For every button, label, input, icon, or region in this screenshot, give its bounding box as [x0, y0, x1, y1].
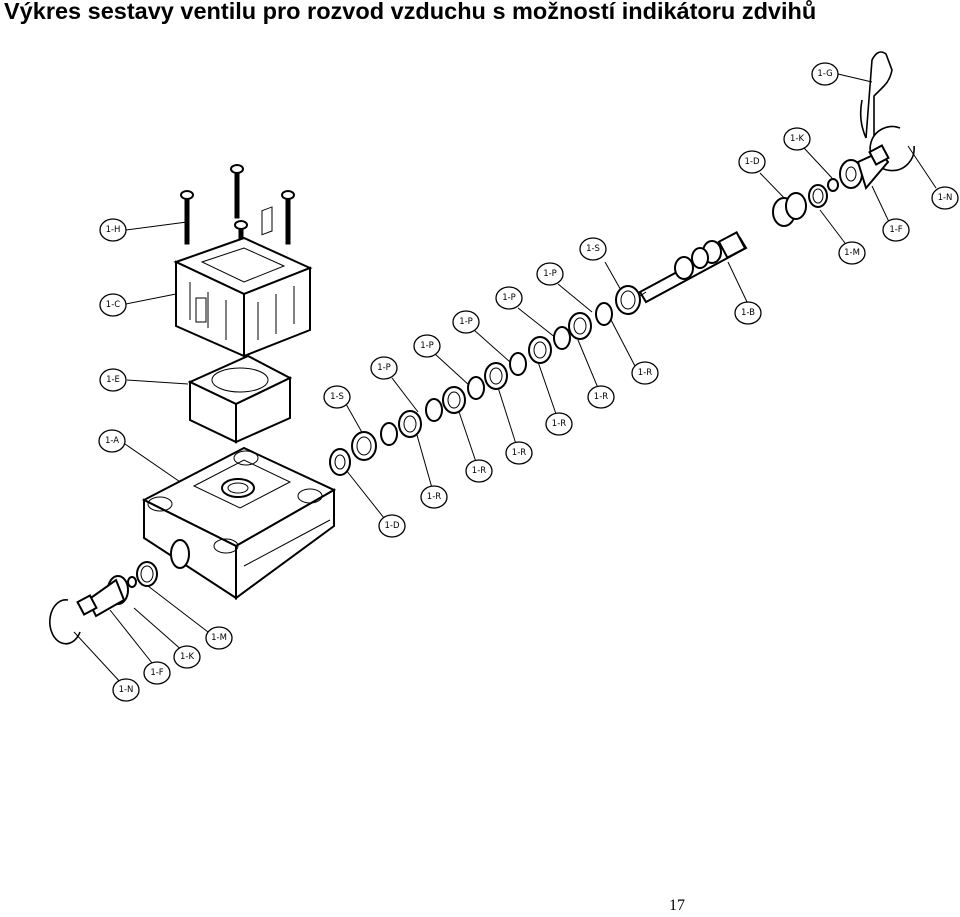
callout-1m-top: 1-M: [838, 241, 866, 265]
callout-1r-1: 1-R: [631, 361, 659, 385]
callout-1p-2: 1-P: [495, 286, 523, 310]
svg-text:1-P: 1-P: [377, 363, 391, 373]
callout-1a: 1-A: [98, 429, 126, 453]
svg-text:1-F: 1-F: [889, 225, 902, 235]
callout-1r-3: 1-R: [545, 412, 573, 436]
callout-1b: 1-B: [734, 301, 762, 325]
svg-text:1-R: 1-R: [512, 448, 526, 458]
svg-text:1-P: 1-P: [543, 269, 557, 279]
svg-text:1-R: 1-R: [427, 492, 441, 502]
hair-pin-clip: [859, 51, 893, 139]
callout-1n-top: 1-N: [931, 186, 959, 210]
top-cap: [173, 206, 313, 358]
callout-1k-top: 1-K: [783, 127, 811, 151]
svg-text:1-E: 1-E: [106, 375, 120, 385]
snap-ring-bottom: [49, 599, 81, 645]
callout-1f-top: 1-F: [882, 218, 910, 242]
svg-text:1-D: 1-D: [384, 521, 399, 531]
leader-lines: [73, 73, 937, 685]
callout-1r-4: 1-R: [505, 441, 533, 465]
svg-text:1-M: 1-M: [844, 248, 860, 258]
callout-1g: 1-G: [811, 62, 839, 86]
callout-1n-bottom: 1-N: [112, 678, 140, 702]
callout-1f-bottom: 1-F: [143, 661, 171, 685]
svg-text:1-H: 1-H: [106, 225, 121, 235]
svg-text:1-R: 1-R: [552, 419, 566, 429]
callout-1s-top: 1-S: [579, 237, 607, 261]
callout-1s-bottom: 1-S: [323, 385, 351, 409]
svg-text:1-K: 1-K: [180, 652, 194, 662]
callout-1c: 1-C: [99, 293, 127, 317]
svg-text:1-D: 1-D: [744, 157, 759, 167]
callout-1p-5: 1-P: [370, 356, 398, 380]
gasket: [187, 354, 293, 444]
indicator-end-top: [808, 144, 890, 208]
callout-1p-1: 1-P: [536, 262, 564, 286]
page-number: 17: [669, 897, 685, 914]
svg-text:1-F: 1-F: [150, 668, 163, 678]
svg-text:1-C: 1-C: [106, 300, 120, 310]
valve-spool: [638, 192, 807, 304]
svg-text:1-N: 1-N: [938, 193, 953, 203]
svg-text:1-K: 1-K: [790, 134, 804, 144]
callout-1m-bottom: 1-M: [205, 626, 233, 650]
seal-stack: [329, 285, 641, 476]
callout-1r-2: 1-R: [587, 385, 615, 409]
svg-text:1-P: 1-P: [420, 341, 434, 351]
svg-text:1-B: 1-B: [741, 308, 755, 318]
svg-text:1-P: 1-P: [459, 317, 473, 327]
svg-text:1-A: 1-A: [105, 436, 119, 446]
svg-text:1-R: 1-R: [638, 368, 652, 378]
callout-1p-3: 1-P: [452, 310, 480, 334]
svg-text:1-R: 1-R: [472, 466, 486, 476]
svg-text:1-M: 1-M: [211, 633, 227, 643]
svg-text:1-P: 1-P: [502, 293, 516, 303]
valve-body: [141, 446, 337, 600]
page-title: Výkres sestavy ventilu pro rozvod vzduch…: [4, 0, 817, 24]
svg-text:1-R: 1-R: [594, 392, 608, 402]
svg-text:1-N: 1-N: [119, 685, 134, 695]
callout-1p-4: 1-P: [413, 334, 441, 358]
callout-1r-5: 1-R: [465, 459, 493, 483]
callout-1k-bottom: 1-K: [173, 645, 201, 669]
callout-1r-6: 1-R: [420, 485, 448, 509]
callout-1h: 1-H: [99, 218, 127, 242]
svg-text:1-S: 1-S: [330, 392, 344, 402]
svg-text:1-G: 1-G: [817, 69, 832, 79]
callout-1e: 1-E: [99, 368, 127, 392]
callout-1d-bottom: 1-D: [378, 514, 406, 538]
callout-1d-top: 1-D: [738, 150, 766, 174]
indicator-end-bottom: [49, 561, 158, 645]
svg-text:1-S: 1-S: [586, 244, 600, 254]
